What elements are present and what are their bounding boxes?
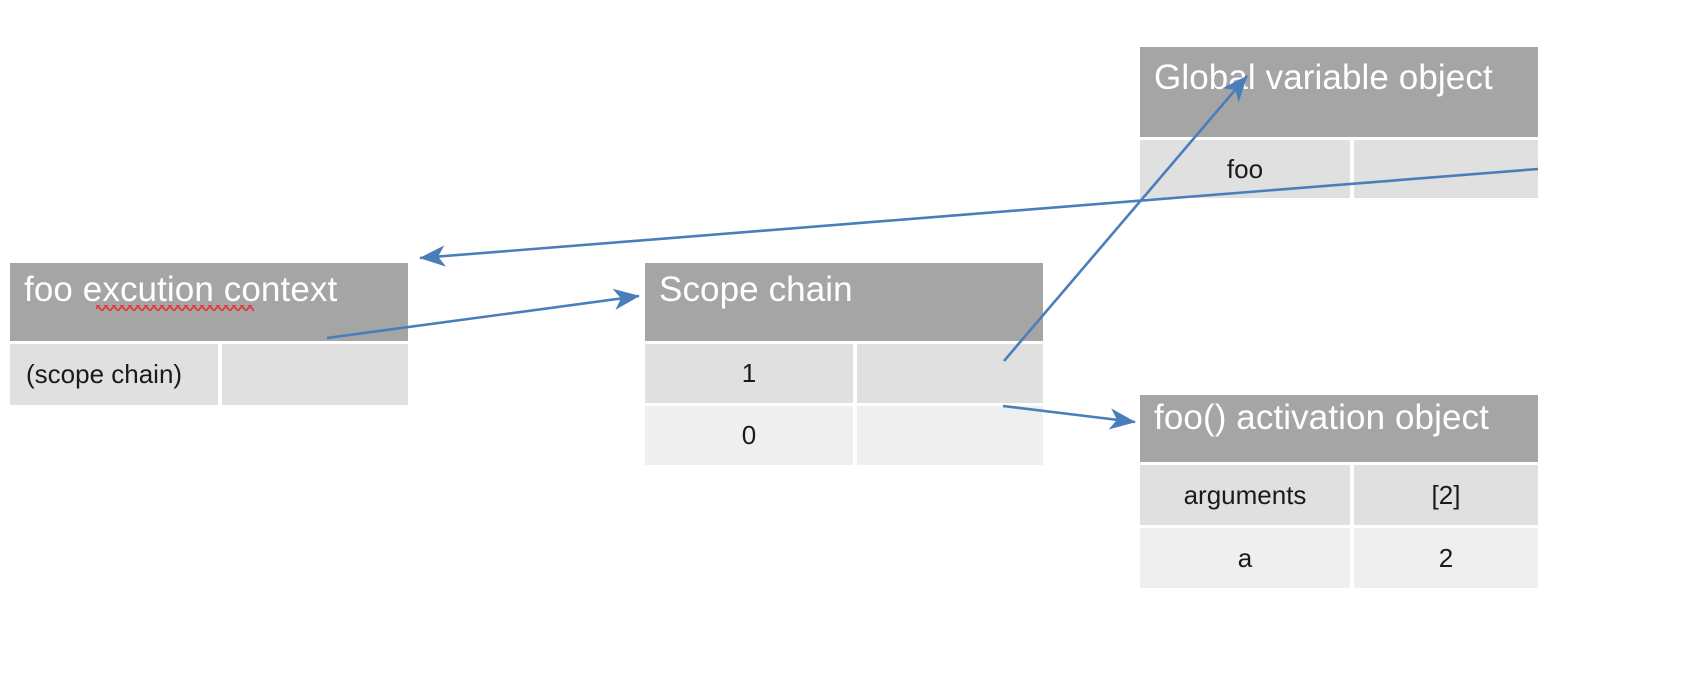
row-divider [1140, 137, 1538, 140]
scope-chain-header: Scope chain [645, 263, 1043, 341]
row-divider [1140, 462, 1538, 465]
cell-value [1354, 140, 1538, 198]
cell-divider [218, 344, 222, 405]
cell-divider [853, 344, 857, 403]
row-divider [10, 341, 408, 344]
table-scope-chain: Scope chain 1 0 [645, 263, 1043, 465]
global-variable-object-header: Global variable object [1140, 47, 1538, 137]
foo-execution-context-header: foo excution context [10, 263, 408, 341]
cell-key: (scope chain) [10, 344, 218, 405]
cell-key: 1 [645, 344, 853, 403]
table-row: a 2 [1140, 528, 1538, 588]
cell-key: a [1140, 528, 1350, 588]
table-foo-activation-object: foo() activation object arguments [2] a … [1140, 395, 1538, 588]
cell-key: foo [1140, 140, 1350, 198]
cell-divider [853, 406, 857, 465]
table-row: foo [1140, 140, 1538, 198]
cell-divider [1350, 528, 1354, 588]
cell-value [857, 406, 1043, 465]
table-row: (scope chain) [10, 344, 408, 405]
table-global-variable-object: Global variable object foo [1140, 47, 1538, 198]
table-row: 0 [645, 406, 1043, 465]
cell-value: 2 [1354, 528, 1538, 588]
cell-value: [2] [1354, 465, 1538, 525]
table-row: 1 [645, 344, 1043, 403]
table-row: arguments [2] [1140, 465, 1538, 525]
row-divider [645, 341, 1043, 344]
cell-divider [1350, 465, 1354, 525]
row-divider [1140, 525, 1538, 528]
cell-key: arguments [1140, 465, 1350, 525]
cell-value [222, 344, 408, 405]
row-divider [645, 403, 1043, 406]
cell-value [857, 344, 1043, 403]
cell-key: 0 [645, 406, 853, 465]
table-foo-execution-context: foo excution context (scope chain) [10, 263, 408, 405]
foo-activation-object-header: foo() activation object [1140, 395, 1538, 462]
